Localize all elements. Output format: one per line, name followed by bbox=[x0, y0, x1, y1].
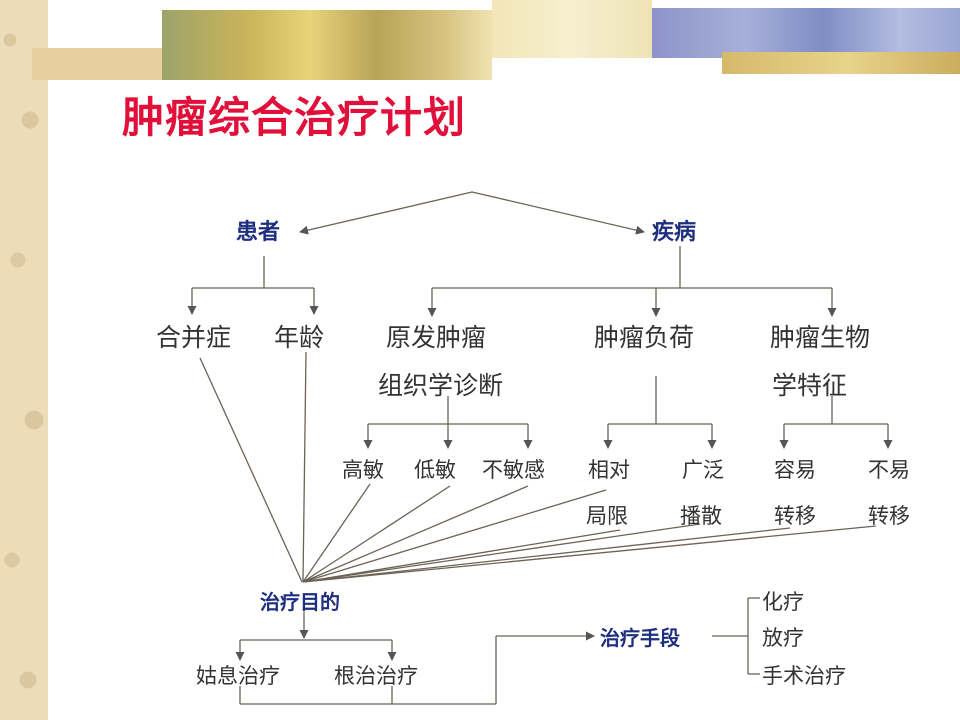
node-localized-line2: 局限 bbox=[586, 504, 628, 528]
node-primary-dx-line2: 组织学诊断 bbox=[378, 371, 504, 400]
node-radiotherapy: 放疗 bbox=[762, 626, 804, 650]
node-patient: 患者 bbox=[236, 220, 281, 245]
node-hard-metastasis-line1: 不易 bbox=[868, 458, 910, 482]
node-widespread-line2: 播散 bbox=[680, 504, 722, 528]
node-radical: 根治治疗 bbox=[334, 664, 418, 688]
node-primary-dx-line1: 原发肿瘤 bbox=[386, 323, 487, 352]
node-insensitive: 不敏感 bbox=[482, 458, 545, 482]
node-easy-metastasis-line2: 转移 bbox=[774, 504, 816, 528]
node-low-sensitivity: 低敏 bbox=[414, 458, 456, 482]
node-high-sensitivity: 高敏 bbox=[342, 458, 384, 482]
node-chemotherapy: 化疗 bbox=[762, 590, 804, 614]
node-biology-line1: 肿瘤生物 bbox=[770, 323, 871, 352]
node-widespread-line1: 广泛 bbox=[682, 458, 724, 482]
node-comorbidity: 合并症 bbox=[156, 323, 232, 352]
node-disease: 疾病 bbox=[652, 220, 697, 245]
node-surgery: 手术治疗 bbox=[762, 664, 846, 688]
top-decor-banner bbox=[32, 0, 960, 80]
node-biology-line2: 学特征 bbox=[772, 371, 848, 400]
node-age: 年龄 bbox=[274, 323, 325, 352]
page-title: 肿瘤综合治疗计划 bbox=[122, 93, 467, 142]
node-tumor-burden: 肿瘤负荷 bbox=[594, 323, 695, 352]
node-palliative: 姑息治疗 bbox=[196, 664, 280, 688]
node-hard-metastasis-line2: 转移 bbox=[868, 504, 910, 528]
node-localized-line1: 相对 bbox=[588, 458, 630, 482]
node-easy-metastasis-line1: 容易 bbox=[774, 458, 816, 482]
node-treatment-means: 治疗手段 bbox=[600, 626, 680, 650]
left-decor-strip bbox=[0, 0, 48, 720]
node-treatment-goal: 治疗目的 bbox=[260, 590, 340, 614]
